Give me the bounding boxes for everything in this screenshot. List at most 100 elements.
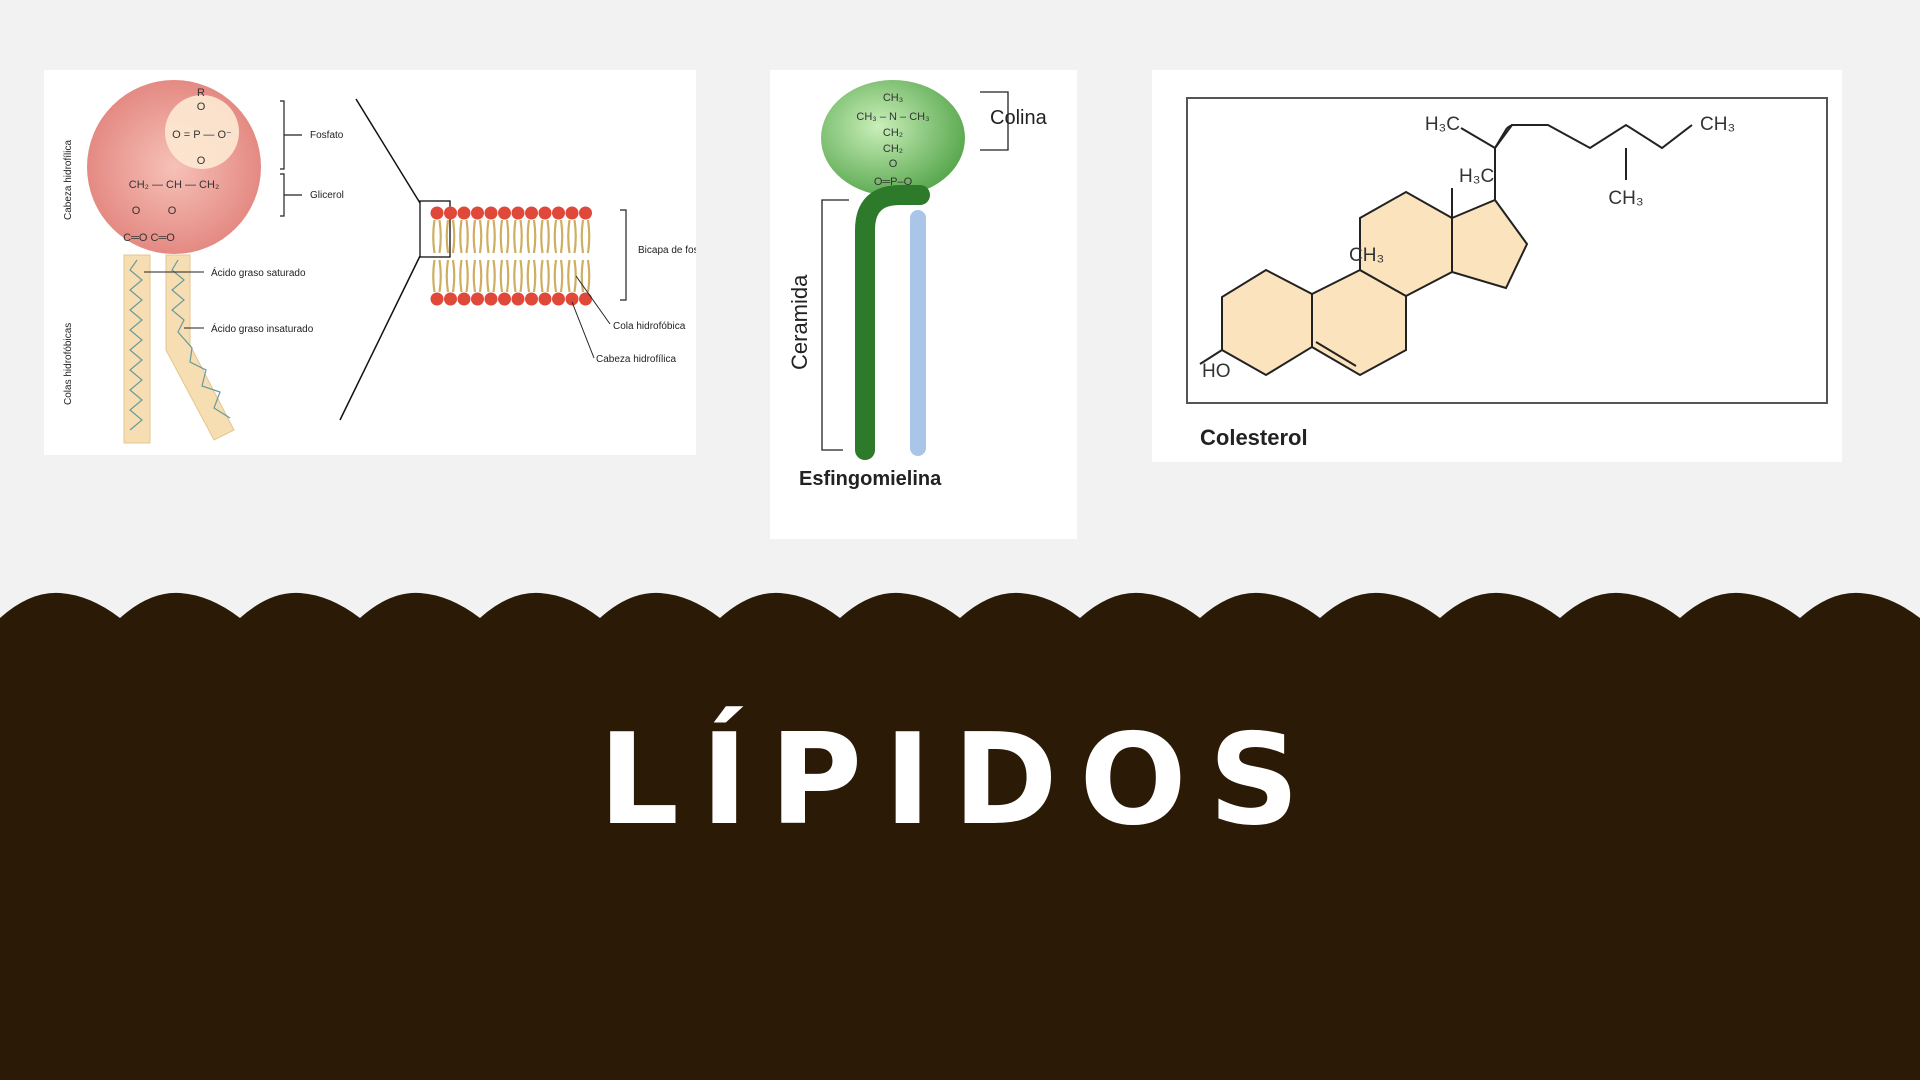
bilayer-head-top [498, 206, 511, 220]
glicerol-label: Glicerol [310, 190, 344, 201]
bilayer-tail [559, 219, 564, 254]
svg-text:R: R [197, 87, 205, 99]
bilayer-tail [526, 259, 531, 293]
bilayer-tail [492, 259, 496, 293]
ho-label: HO [1202, 361, 1231, 382]
steroid-rings [1221, 190, 1529, 377]
glycerol-chain: CH₂ — CH — CH₂ [129, 179, 219, 191]
bilayer-tail [586, 219, 591, 254]
cabeza-label: Cabeza hidrofílica [596, 354, 676, 365]
svg-text:O: O [197, 155, 206, 167]
phosphate-formula: O = P — O⁻ [172, 129, 232, 141]
svg-text:CH₃: CH₃ [883, 92, 903, 104]
bilayer-tail [532, 219, 537, 254]
bilayer-tail [526, 219, 531, 254]
bilayer-tail [567, 259, 571, 293]
cholesterol-panel: HO CH₃ H₃C H₃C CH₃ CH₃ Colesterol [1152, 70, 1842, 462]
bilayer-tail [438, 219, 442, 254]
ceramide-tail-green [855, 185, 930, 460]
bilayer-tail [499, 259, 504, 293]
bilayer-tail [505, 219, 510, 254]
choline-head [821, 80, 965, 196]
bilayer-tail [492, 219, 496, 254]
bilayer-head-bottom [565, 292, 579, 306]
bilayer-tail [553, 259, 558, 293]
svg-text:O: O [197, 101, 206, 113]
bilayer-tail [573, 259, 577, 293]
bilayer-tail [472, 259, 477, 293]
esfingomielina-label: Esfingomielina [799, 468, 942, 490]
bilayer-tail [499, 219, 504, 254]
bilayer-tail [580, 219, 585, 254]
phosphate-circle [165, 95, 239, 169]
fosfato-label: Fosfato [310, 130, 344, 141]
bilayer-head-bottom [498, 292, 511, 306]
bilayer-tail [580, 259, 585, 293]
bilayer-tail [465, 219, 469, 254]
ring-ch3-label: CH₃ [1349, 245, 1384, 266]
h3c-upper-label: H₃C [1459, 166, 1494, 187]
bicapa-label: Bicapa de fosfolípidos [638, 245, 696, 256]
cola-label: Cola hidrofóbica [613, 321, 686, 332]
bilayer-head-bottom [538, 292, 552, 306]
phospholipid-panel: R O O = P — O⁻ O CH₂ — CH — CH₂ O O C═O … [44, 70, 696, 455]
ceramida-label: Ceramida [787, 274, 812, 370]
bilayer-tail [438, 259, 442, 293]
bilayer-head-bottom [444, 292, 457, 306]
phospholipid-diagram: R O O = P — O⁻ O CH₂ — CH — CH₂ O O C═O … [63, 80, 696, 444]
ch3-end-label: CH₃ [1700, 114, 1735, 135]
saturated-tail [123, 254, 151, 444]
bilayer-head-bottom [552, 292, 565, 306]
svg-text:O: O [132, 205, 141, 217]
h3c-chain-label: H₃C [1425, 114, 1460, 135]
bilayer-tail [459, 219, 463, 254]
page-title: LÍPIDOS [598, 706, 1322, 853]
saturado-label: Ácido graso saturado [211, 266, 306, 279]
amine-formula: CH₃ – N – CH₃ [856, 111, 929, 123]
bilayer-tail [573, 219, 577, 254]
bilayer-head-top [552, 206, 565, 220]
head-side-label: Cabeza hidrofílica [63, 140, 74, 220]
insaturado-label: Ácido graso insaturado [211, 322, 314, 335]
sphingomyelin-diagram: CH₃ CH₃ – N – CH₃ CH₂ CH₂ O O═P–O Colina… [787, 80, 1048, 490]
bilayer-tail [451, 259, 456, 293]
bilayer-tail [445, 259, 450, 293]
bilayer-tail [445, 219, 450, 254]
svg-text:CH₂: CH₂ [883, 127, 903, 139]
colesterol-label: Colesterol [1200, 425, 1308, 450]
svg-text:C═O C═O: C═O C═O [123, 232, 175, 244]
sphingomyelin-panel: CH₃ CH₃ – N – CH₃ CH₂ CH₂ O O═P–O Colina… [770, 70, 1077, 539]
bilayer-tail [486, 219, 490, 254]
ch3-branch-label: CH₃ [1608, 188, 1643, 209]
colina-label: Colina [990, 107, 1048, 129]
bilayer-head-bottom [430, 292, 444, 306]
bilayer-head-bottom [484, 292, 498, 306]
bilayer-tail [465, 259, 469, 293]
tails-side-label: Colas hidrofóbicas [63, 323, 74, 405]
bilayer-tail [567, 219, 571, 254]
bilayer-tail [540, 259, 544, 293]
bilayer-head-top [525, 206, 538, 220]
bilayer-head-bottom [471, 292, 484, 306]
svg-text:CH₂: CH₂ [883, 143, 903, 155]
bilayer-tail [559, 259, 564, 293]
bilayer-tail [459, 259, 463, 293]
bilayer-head-bottom [457, 292, 471, 306]
bilayer-tail [505, 259, 510, 293]
bilayer-tail [432, 219, 436, 254]
bilayer-head-top [579, 206, 592, 220]
bilayer-tail [519, 259, 523, 293]
bilayer-head-bottom [511, 292, 525, 306]
bilayer-tail [553, 219, 558, 254]
svg-text:O: O [889, 158, 898, 170]
bilayer-head-top [511, 206, 525, 220]
bilayer-tail [546, 259, 550, 293]
bilayer-head-top [565, 206, 579, 220]
bilayer-tail [513, 219, 517, 254]
cholesterol-diagram: HO CH₃ H₃C H₃C CH₃ CH₃ Colesterol [1186, 97, 1828, 450]
bilayer-head-top [444, 206, 457, 220]
bilayer-tail [478, 219, 483, 254]
bilayer-head-bottom [579, 292, 592, 306]
svg-text:O: O [168, 205, 177, 217]
